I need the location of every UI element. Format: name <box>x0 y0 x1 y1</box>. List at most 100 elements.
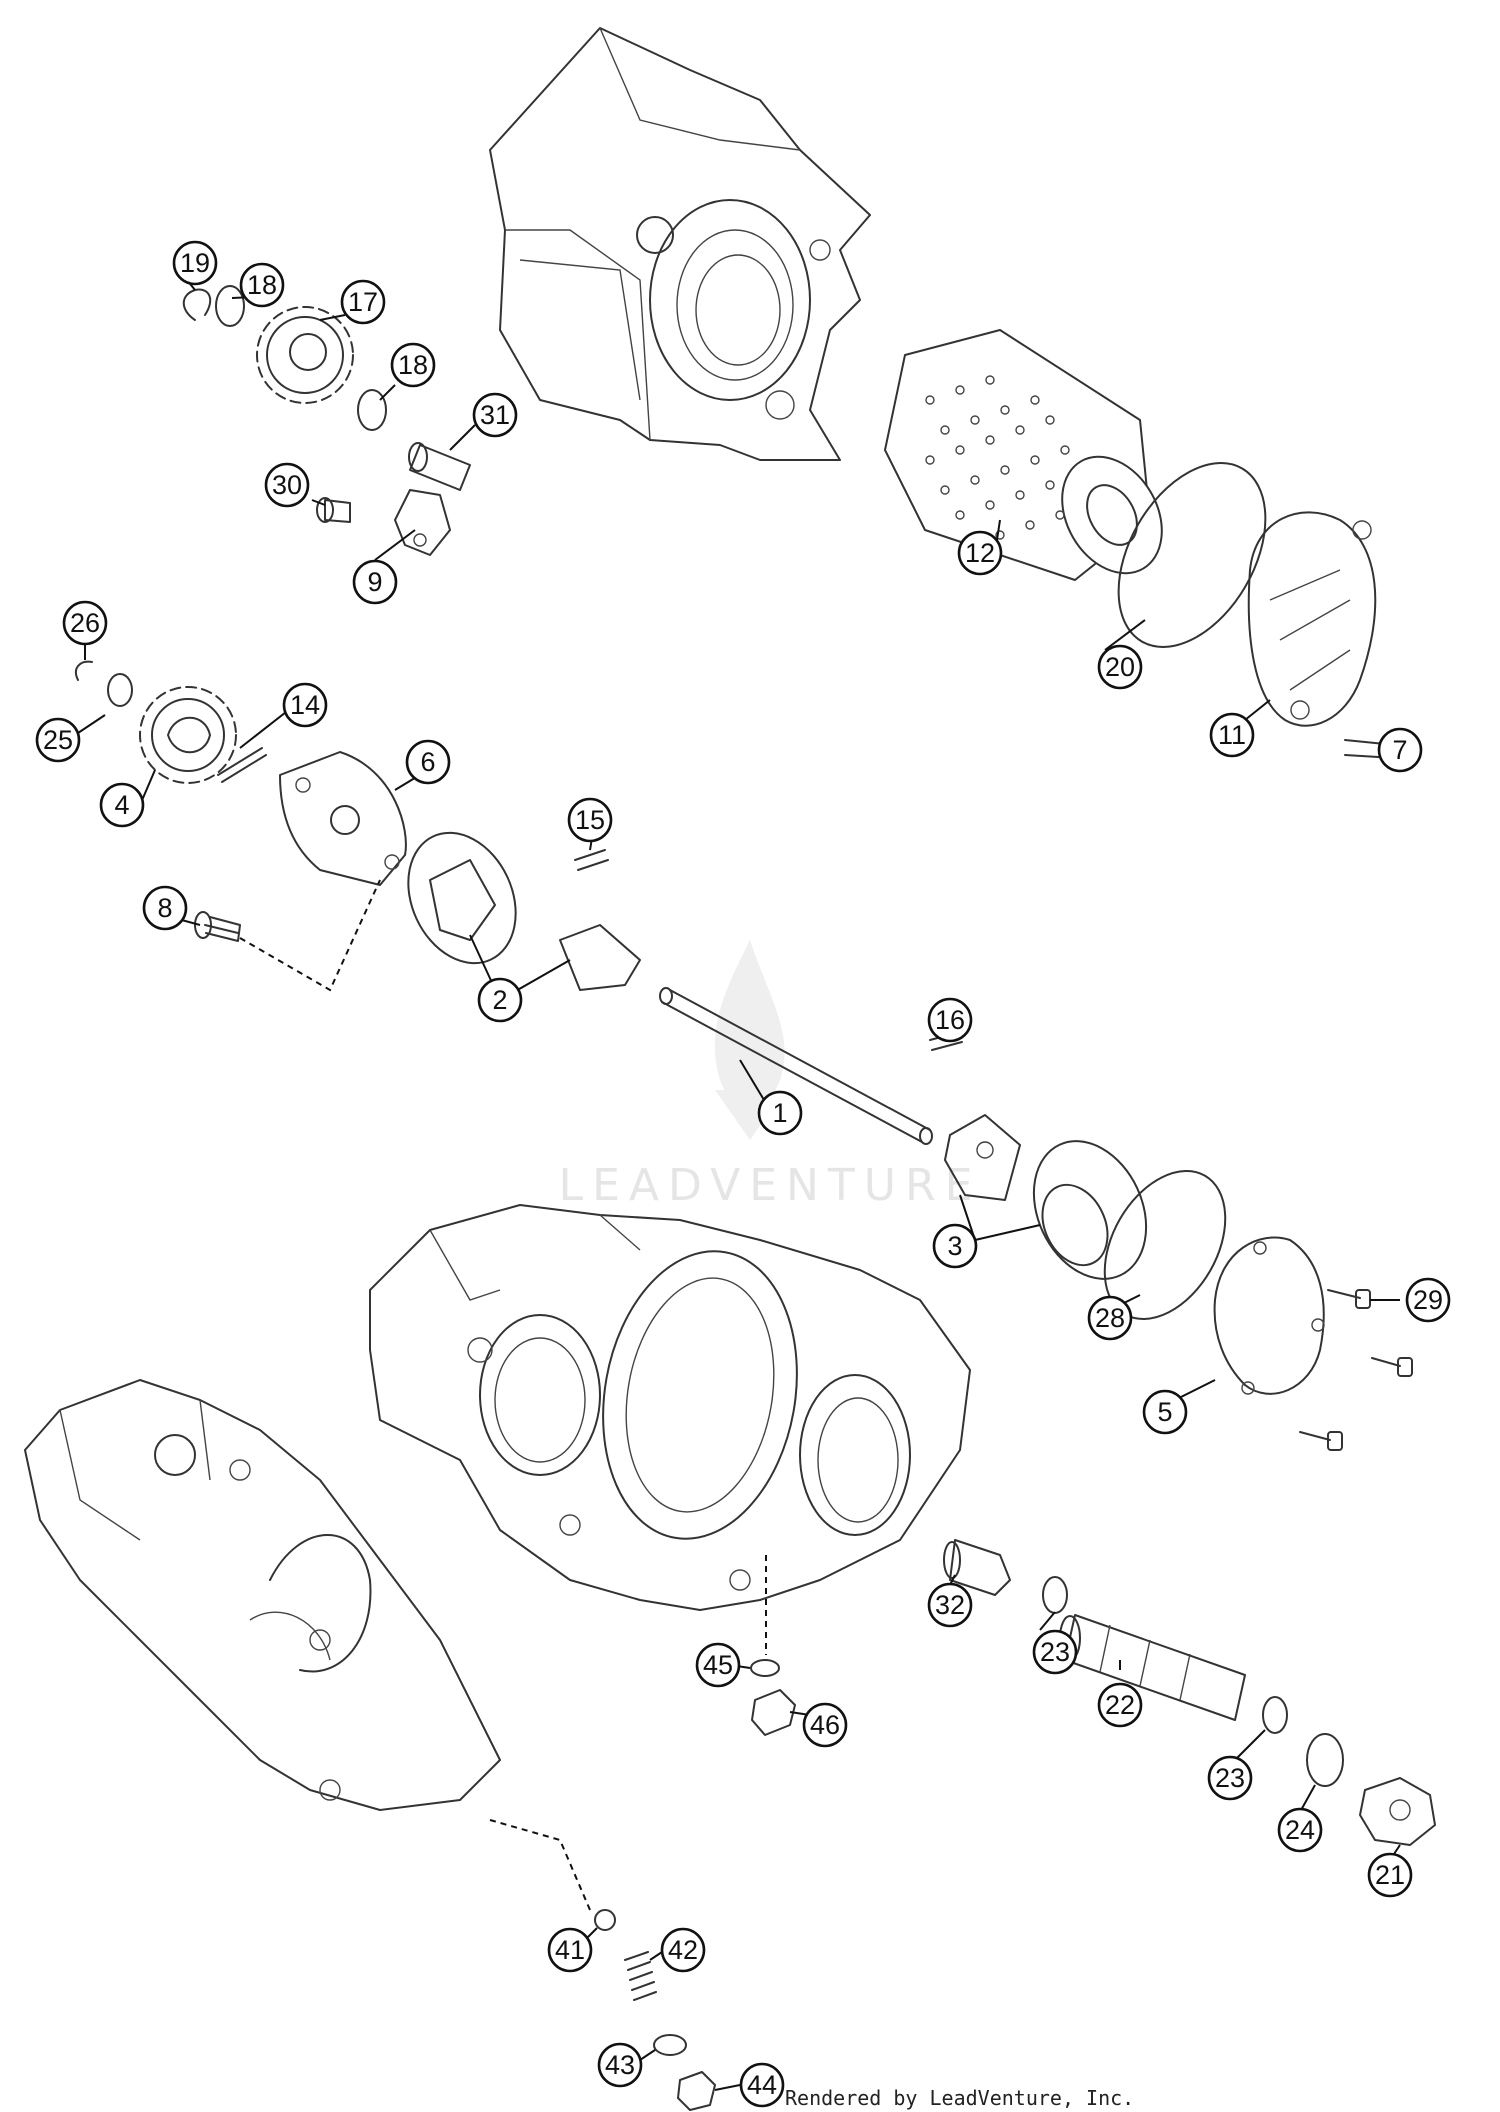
svg-text:22: 22 <box>1105 1690 1135 1720</box>
callout: 20 <box>1097 644 1143 690</box>
pin-31 <box>408 442 471 491</box>
svg-text:12: 12 <box>965 538 995 568</box>
callout: 8 <box>142 885 188 931</box>
callout: 26 <box>62 600 108 646</box>
svg-text:24: 24 <box>1285 1815 1315 1845</box>
circlip-26 <box>74 660 93 681</box>
svg-text:23: 23 <box>1215 1763 1245 1793</box>
ball-41 <box>594 1909 616 1931</box>
callout: 23 <box>1207 1755 1253 1801</box>
outer-rotor-2 <box>407 831 517 965</box>
circlip-19 <box>182 288 212 321</box>
svg-text:23: 23 <box>1040 1637 1070 1667</box>
svg-text:5: 5 <box>1157 1397 1172 1427</box>
washer-43 <box>653 2034 687 2056</box>
lower-crankcase <box>369 1204 971 1611</box>
svg-text:16: 16 <box>935 1005 965 1035</box>
callout: 32 <box>927 1582 973 1628</box>
svg-text:19: 19 <box>180 248 210 278</box>
svg-text:1: 1 <box>772 1098 787 1128</box>
plug-44 <box>677 2071 716 2111</box>
pin-15 <box>574 849 609 871</box>
upper-crankcase <box>489 27 871 461</box>
o-ring-24 <box>1306 1733 1344 1787</box>
watermark: LEADVENTURE <box>559 940 972 1211</box>
spring-42 <box>624 1951 657 2001</box>
inner-rotor-2 <box>559 924 641 991</box>
outer-rotor-3 <box>1032 1140 1148 1280</box>
callout: 9 <box>352 559 398 605</box>
callout: 18 <box>390 342 436 388</box>
screws-29 <box>1299 1289 1413 1451</box>
oil-filter <box>884 329 1163 581</box>
callout: 14 <box>282 682 328 728</box>
callout: 41 <box>547 1927 593 1973</box>
svg-text:42: 42 <box>668 1935 698 1965</box>
svg-text:4: 4 <box>114 790 129 820</box>
oil-pump-gear-17 <box>256 306 354 404</box>
callout: 21 <box>1367 1852 1413 1898</box>
svg-text:6: 6 <box>420 747 435 777</box>
callout: 30 <box>264 462 310 508</box>
callout: 12 <box>957 530 1003 576</box>
callout: 42 <box>660 1927 706 1973</box>
credit-text: Rendered by LeadVenture, Inc. <box>785 2086 1134 2110</box>
callouts: 19 18 17 18 31 30 9 12 20 11 7 26 25 4 1… <box>35 240 1451 2108</box>
callout: 7 <box>1377 727 1423 773</box>
callout: 11 <box>1209 712 1255 758</box>
svg-text:25: 25 <box>43 725 73 755</box>
nozzle-32 <box>943 1539 1011 1596</box>
callout: 43 <box>597 2042 643 2088</box>
svg-text:44: 44 <box>747 2070 777 2100</box>
bolt-30 <box>316 497 351 523</box>
callout: 4 <box>99 782 145 828</box>
callout: 24 <box>1277 1807 1323 1853</box>
callout: 45 <box>695 1642 741 1688</box>
svg-text:18: 18 <box>398 350 428 380</box>
left-crankcase-half <box>24 1379 501 1811</box>
inner-rotor-3 <box>944 1114 1021 1201</box>
washer-18-left <box>215 285 245 327</box>
lock-plate-9 <box>394 489 451 556</box>
oil-filter-cover <box>1247 511 1377 727</box>
callout: 46 <box>802 1702 848 1748</box>
callout: 2 <box>477 977 523 1023</box>
svg-text:32: 32 <box>935 1590 965 1620</box>
o-ring-45 <box>750 1659 780 1677</box>
svg-text:28: 28 <box>1095 1303 1125 1333</box>
svg-text:18: 18 <box>247 270 277 300</box>
svg-text:46: 46 <box>810 1710 840 1740</box>
callout: 25 <box>35 717 81 763</box>
svg-text:41: 41 <box>555 1935 585 1965</box>
oil-pump-gear-4 <box>139 686 237 784</box>
washer-18-right <box>357 389 387 431</box>
callout: 23 <box>1032 1629 1078 1675</box>
svg-text:7: 7 <box>1392 735 1407 765</box>
o-ring-20 <box>1117 462 1267 648</box>
pump-cover-6 <box>279 751 407 886</box>
callout: 17 <box>340 279 386 325</box>
pin-14 <box>217 747 267 783</box>
pump-cover-5 <box>1213 1236 1325 1395</box>
svg-text:8: 8 <box>157 893 172 923</box>
o-ring-23-left <box>1042 1576 1068 1614</box>
svg-text:9: 9 <box>367 567 382 597</box>
svg-text:31: 31 <box>480 400 510 430</box>
callout: 28 <box>1087 1295 1133 1341</box>
callout: 15 <box>567 797 613 843</box>
svg-text:45: 45 <box>703 1650 733 1680</box>
svg-text:11: 11 <box>1218 720 1246 750</box>
svg-text:15: 15 <box>575 805 605 835</box>
bolt-8 <box>194 911 241 942</box>
svg-text:29: 29 <box>1413 1285 1443 1315</box>
svg-text:14: 14 <box>290 690 320 720</box>
plug-21 <box>1359 1777 1436 1846</box>
callout: 44 <box>739 2062 785 2108</box>
callout: 5 <box>1142 1389 1188 1435</box>
callout: 1 <box>757 1090 803 1136</box>
callout: 31 <box>472 392 518 438</box>
plug-46 <box>751 1689 796 1736</box>
callout: 19 <box>172 240 218 286</box>
oil-screen-22 <box>1059 1614 1246 1721</box>
callout: 18 <box>239 262 285 308</box>
